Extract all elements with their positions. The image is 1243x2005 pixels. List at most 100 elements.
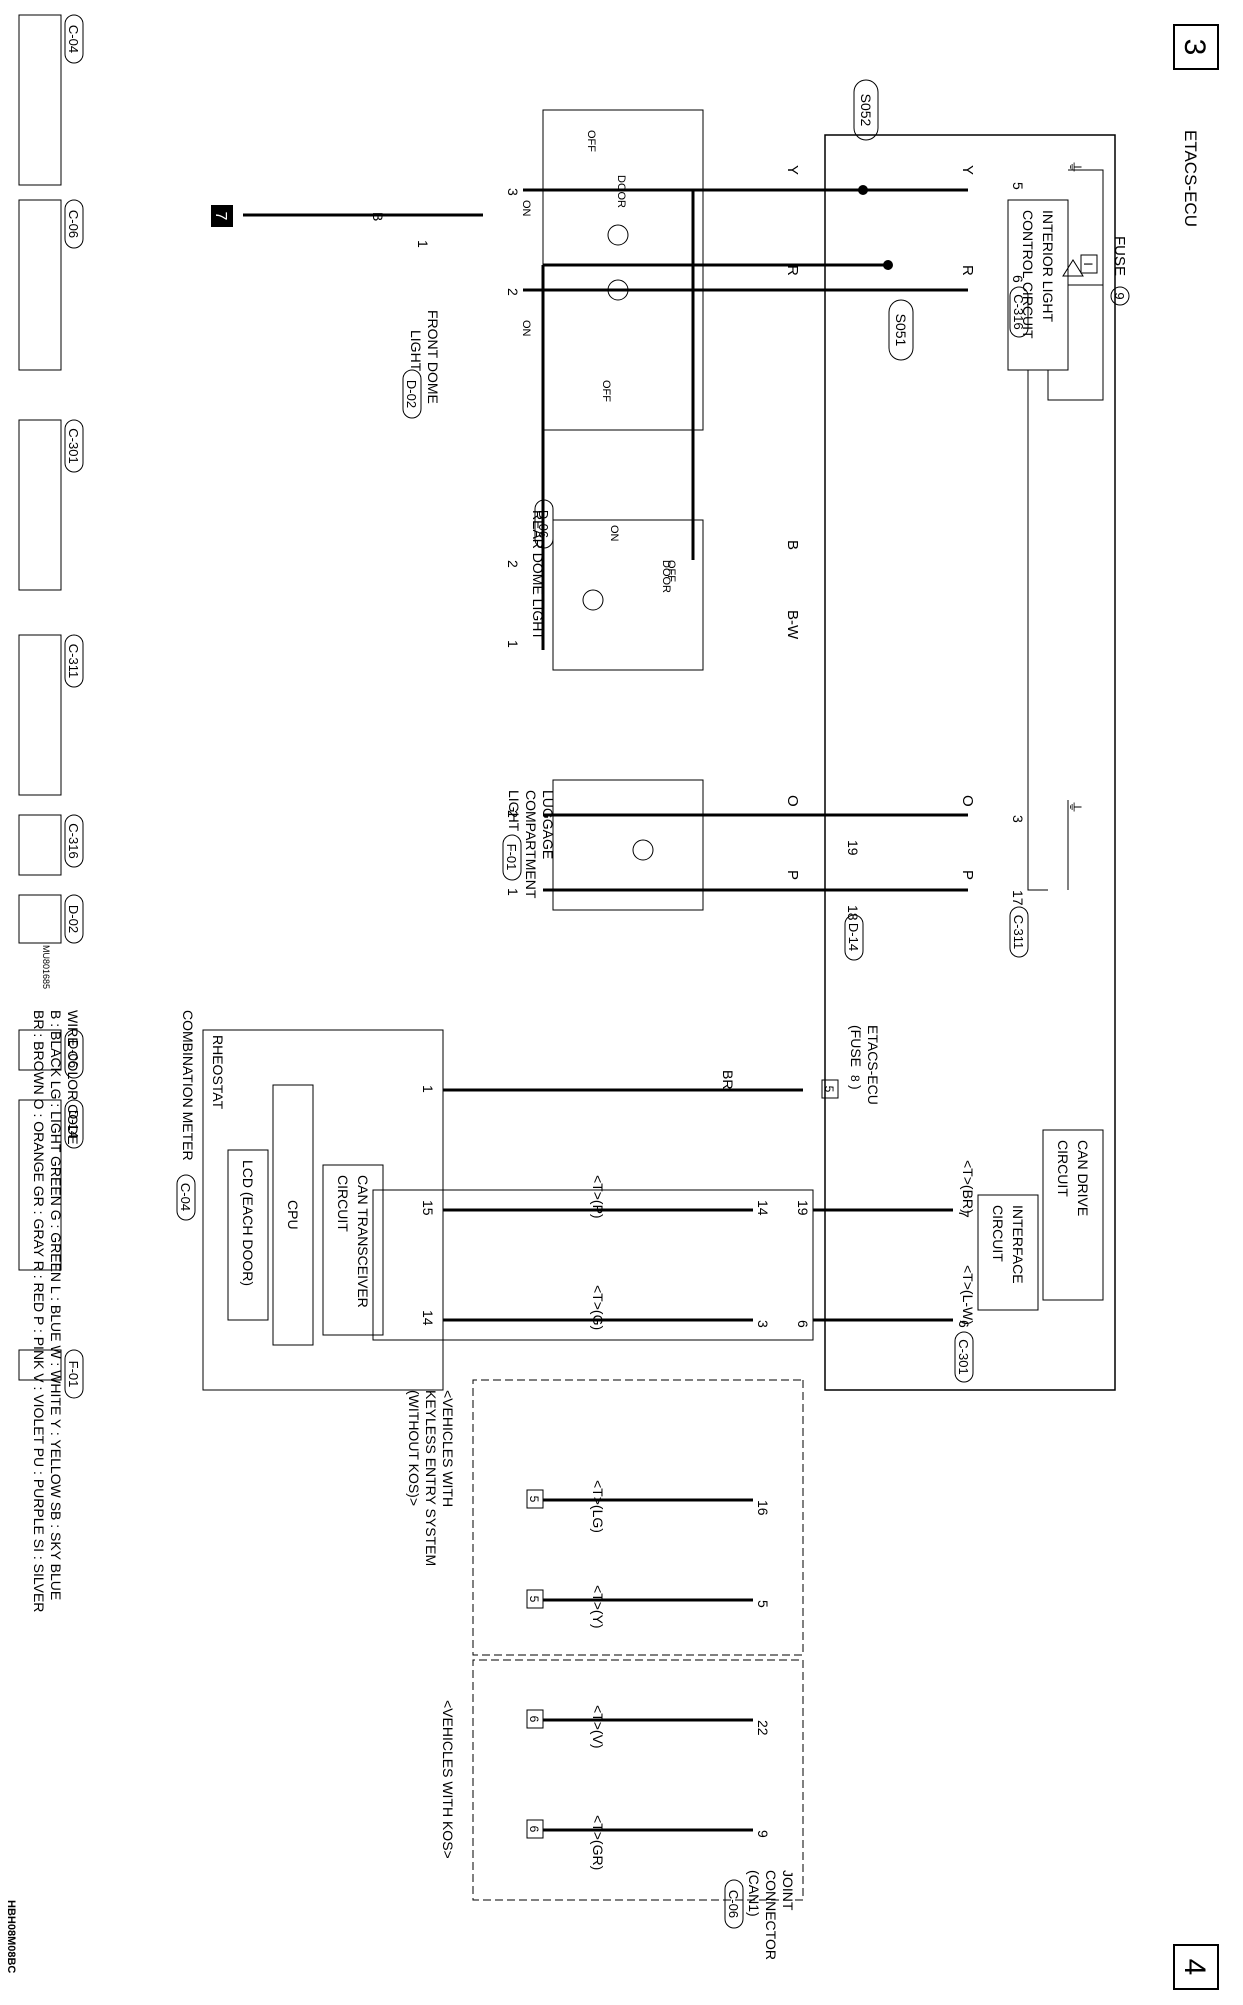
luggage-name-3: LIGHT — [506, 790, 522, 832]
etacs-pin-7: 7 — [956, 1210, 972, 1218]
page-number-left: 3 — [1178, 39, 1211, 56]
wire-color-code-title: WIRE COLOR CODE — [65, 1010, 81, 1145]
front-dome-off: OFF — [585, 130, 597, 152]
keyless-ref-5b: 5 — [527, 1596, 541, 1603]
wire-t-g-label: <T>(G) — [590, 1285, 606, 1330]
interface-box — [977, 1194, 1039, 1311]
interior-light-label-2: CONTROL CIRCUIT — [1020, 210, 1036, 339]
etacs-pin-3: 3 — [1010, 815, 1026, 823]
luggage-pin-2: 2 — [505, 810, 521, 818]
joint-pin-6: 6 — [795, 1320, 811, 1328]
keyless-group-box — [472, 1379, 804, 1656]
rear-dome-pin-1: 1 — [505, 640, 521, 648]
wire-p-label-1: P — [959, 870, 976, 880]
connector-c311-face — [18, 634, 62, 796]
wire-t-p-label: <T>(P) — [590, 1175, 606, 1219]
front-dome-connector: D-02 — [404, 380, 419, 408]
etacs-ecu-title: ETACS-ECU — [1181, 130, 1200, 227]
ground-symbol-icon: ⏚ — [1067, 160, 1083, 174]
rear-dome-name: REAR DOME LIGHT — [530, 510, 546, 640]
wire-y-label-2: Y — [784, 165, 801, 175]
luggage-name-1: LUGGAGE — [540, 790, 556, 859]
combination-meter-box — [202, 1029, 444, 1391]
can-drive-box — [1042, 1129, 1104, 1301]
ground-7-number: 7 — [212, 212, 229, 221]
wire-t-lw-label: <T>(L-W) — [960, 1265, 976, 1325]
wire-r-label-2: R — [784, 265, 801, 276]
joint-pin-3: 3 — [755, 1320, 771, 1328]
etacs-pin-5: 5 — [1010, 182, 1026, 190]
combination-meter-connector: C-04 — [178, 1183, 193, 1211]
interior-light-label-1: INTERIOR LIGHT — [1040, 210, 1056, 322]
rear-dome-door: DOOR — [660, 560, 672, 593]
wire-t-lg-label: <T>(LG) — [590, 1480, 606, 1533]
combination-meter-name: COMBINATION METER — [180, 1010, 196, 1161]
rheostat-label: RHEOSTAT — [210, 1035, 226, 1110]
meter-pin-1: 1 — [420, 1085, 436, 1093]
rear-dome-off: OFF — [665, 560, 677, 582]
wire-t-y-label: <T>(Y) — [590, 1585, 606, 1629]
luggage-connector-d14: D-14 — [846, 923, 861, 951]
joint-pin-5: 5 — [755, 1600, 771, 1608]
cpu-label: CPU — [285, 1200, 301, 1230]
connector-d14-label: D-14 — [66, 1110, 81, 1138]
front-dome-on-2: ON — [520, 320, 532, 337]
lcd-box — [227, 1149, 269, 1321]
joint-pin-14: 14 — [755, 1200, 771, 1216]
wire-b-label: B — [784, 540, 801, 550]
connector-views: C-04 C-06 C-301 C-311 C-316 D-02 MU80168… — [18, 14, 84, 1399]
etacs-fuse8-paren: ) — [848, 1085, 864, 1090]
wire-t-br-label: <T>(BR) — [960, 1160, 976, 1214]
wire-t-v-label: <T>(V) — [590, 1705, 606, 1749]
page-number-4: 4 — [1173, 1944, 1219, 1990]
keyless-ref-5: 5 — [527, 1496, 541, 1503]
luggage-connector: F-01 — [504, 844, 519, 871]
can-transceiver-box — [322, 1164, 384, 1336]
can-transceiver-label-1: CAN TRANSCEIVER — [355, 1175, 371, 1308]
joint-pin-19: 19 — [795, 1200, 811, 1216]
keyless-label-3: (WITHOUT KOS)> — [406, 1390, 422, 1506]
joint-pin-16: 16 — [755, 1500, 771, 1516]
connector-d06-face — [18, 1029, 62, 1071]
etacs-pin-6b: 6 — [956, 1320, 972, 1328]
page-number-right: 4 — [1178, 1959, 1211, 1976]
splice-s052: S052 — [858, 94, 874, 127]
can-transceiver-label-2: CIRCUIT — [335, 1175, 351, 1232]
connector-c301-label: C-301 — [66, 428, 81, 463]
connector-d14-face — [18, 1099, 62, 1271]
etacs-fuse8-ref: 5 — [822, 1086, 836, 1093]
etacs-fuse8-number: 8 — [848, 1075, 862, 1082]
cpu-box — [272, 1084, 314, 1346]
wire-t-gr-label: <T>(GR) — [590, 1815, 606, 1870]
connector-c04-face — [18, 14, 62, 186]
etacs-fuse8-label-1: ETACS-ECU — [865, 1025, 881, 1105]
wire-bw-label: B-W — [784, 610, 801, 640]
splice-s051: S051 — [893, 314, 909, 347]
connector-d06-label: D-06 — [66, 1040, 81, 1068]
front-dome-lamp-icon-2 — [607, 279, 629, 301]
etacs-fuse8-label-2: (FUSE — [848, 1025, 864, 1067]
connector-c06-label: C-06 — [66, 210, 81, 238]
connector-f01-face — [18, 1349, 62, 1381]
wire-o-label-2: O — [784, 795, 801, 807]
etacs-connector-c301: C-301 — [956, 1339, 971, 1374]
wire-o-label-1: O — [959, 795, 976, 807]
connector-d02-code: MU801685 — [41, 945, 51, 989]
front-dome-name-1: FRONT DOME — [425, 310, 441, 404]
front-dome-box — [542, 109, 704, 431]
etacs-ecu-box — [824, 134, 1116, 1391]
wire-r-label-1: R — [959, 265, 976, 276]
fuse-label: FUSE — [1111, 236, 1128, 276]
etacs-pin-6: 6 — [1010, 275, 1026, 283]
connector-d02-face — [18, 894, 62, 944]
luggage-box — [552, 779, 704, 911]
joint-pin-22: 22 — [755, 1720, 771, 1736]
page-number-3: 3 — [1173, 24, 1219, 70]
etacs-connector-c316: C-316 — [1011, 294, 1026, 329]
joint-connector-box — [372, 1189, 814, 1341]
connector-c316-label: C-316 — [66, 823, 81, 858]
front-dome-name-2: LIGHT — [408, 330, 424, 372]
connector-c316-face — [18, 814, 62, 876]
front-dome-door: DOOR — [615, 175, 627, 208]
connector-c311-label: C-311 — [66, 644, 81, 678]
